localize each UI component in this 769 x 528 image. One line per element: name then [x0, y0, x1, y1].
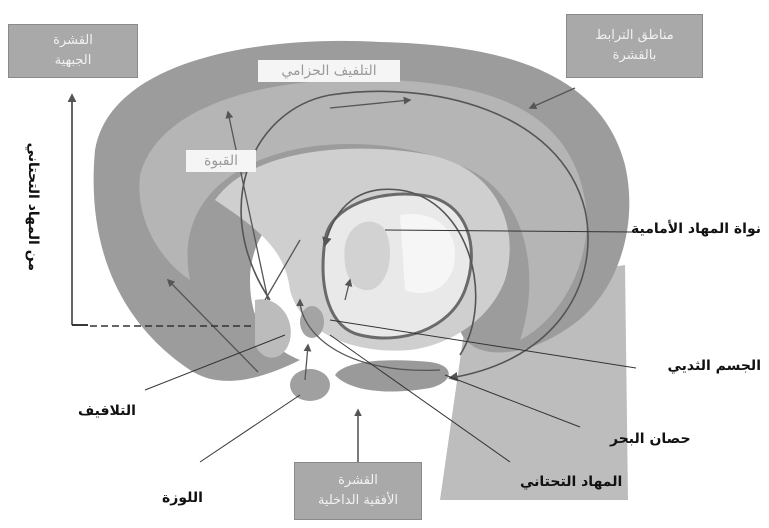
association-cortex-box: مناطق الترابط بالقشرة — [566, 14, 703, 78]
hippocampus-shape — [335, 360, 449, 391]
amygdala-label: اللوزة — [162, 490, 203, 506]
fornix-tag: القبوة — [186, 150, 256, 172]
thalamus-core — [344, 222, 390, 291]
hippocampus-label: حصان البحر — [610, 431, 691, 447]
amygdala-shape — [290, 369, 330, 401]
mammillary-body-label: الجسم الثديي — [667, 358, 761, 374]
frontal-cortex-box: القشرة الجبهية — [8, 24, 138, 78]
cingulate-gyrus-tag: التلفيف الحزامي — [258, 60, 400, 82]
anterior-thalamic-nucleus-label: نواة المهاد الأمامية — [631, 221, 761, 237]
dentate-gyrus-label: التلافيف — [78, 403, 136, 419]
from-hypothalamus-label: من المهاد التحتاني — [25, 141, 41, 271]
entorhinal-cortex-box: القشرة الأفقية الداخلية — [294, 462, 422, 520]
hypothalamus-label: المهاد التحتاني — [520, 474, 622, 490]
mammillary-shape — [300, 306, 324, 338]
